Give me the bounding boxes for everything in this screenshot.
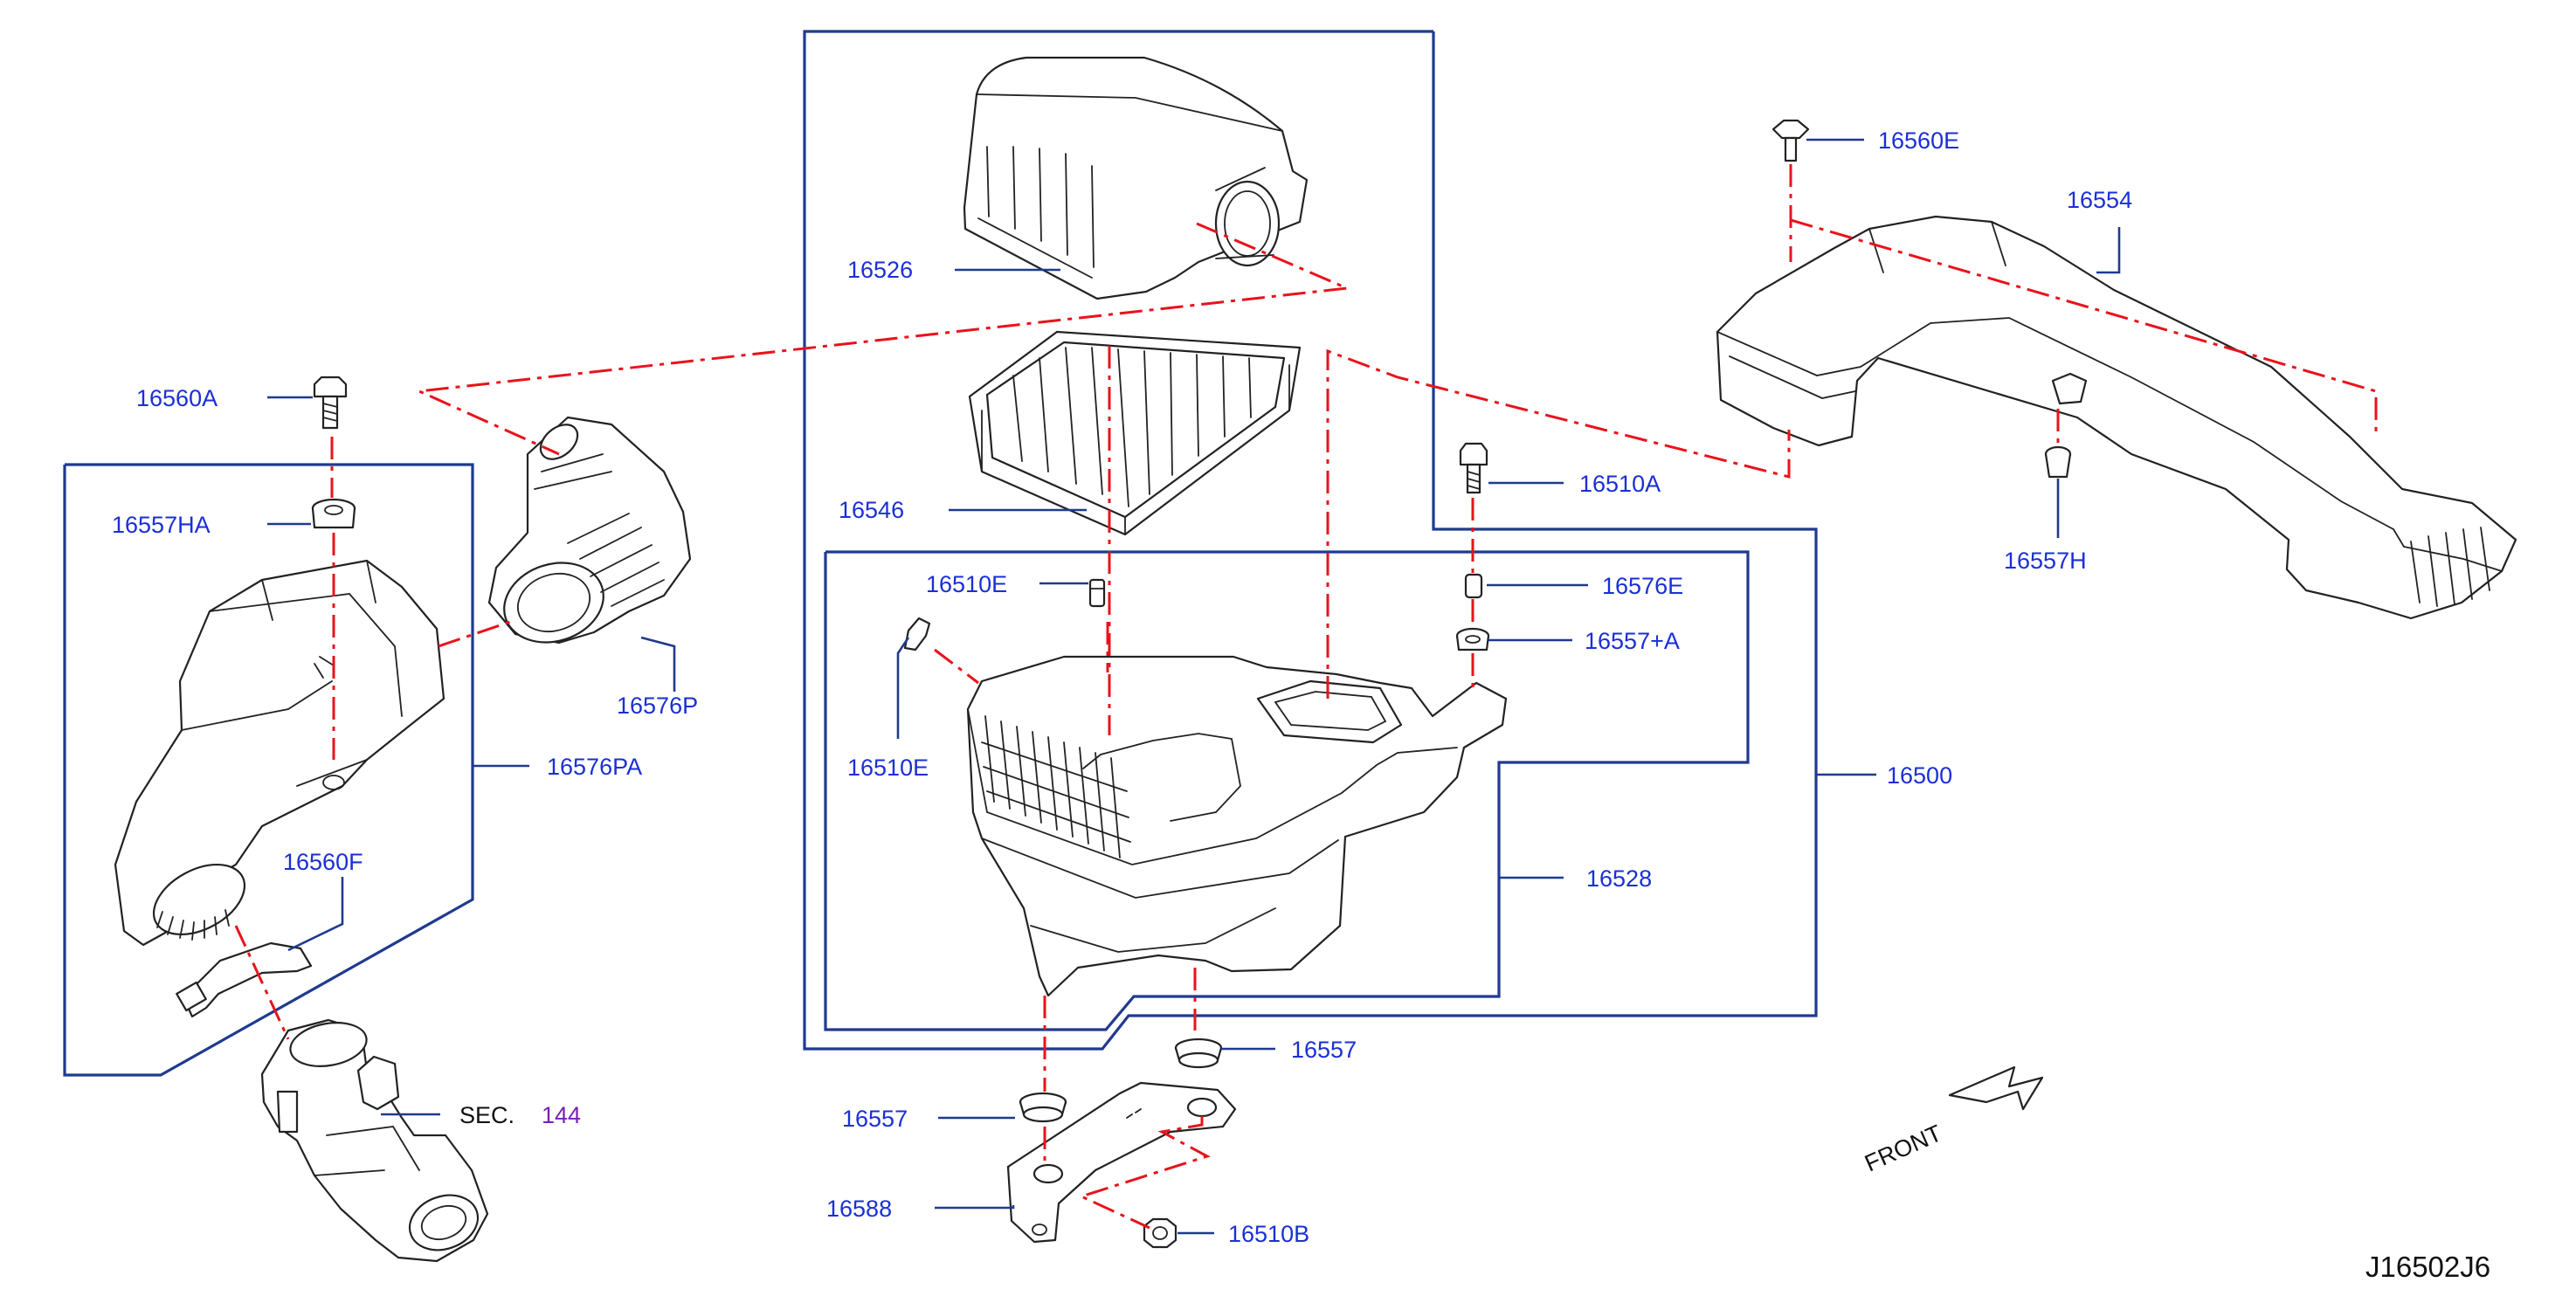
label-16510E-top: 16510E <box>926 571 1007 597</box>
group-box-16528 <box>824 550 1750 1031</box>
diagram-code: J16502J6 <box>2365 1251 2490 1283</box>
label-16576PA: 16576PA <box>547 754 642 780</box>
label-16528: 16528 <box>1586 865 1652 892</box>
front-label: FRONT <box>1861 1120 1945 1176</box>
label-16557-left: 16557 <box>842 1106 908 1132</box>
throttle-body <box>260 1018 489 1263</box>
inlet-duct <box>1716 215 2517 620</box>
label-16500: 16500 <box>1887 762 1952 789</box>
clip-16510E-left <box>903 617 931 651</box>
grommet-16557-left <box>1019 1092 1067 1123</box>
label-16526: 16526 <box>847 257 913 283</box>
label-16560E: 16560E <box>1878 128 1959 154</box>
label-16557H: 16557H <box>2004 548 2087 574</box>
bolt-16510A <box>1459 442 1488 494</box>
bracket <box>1006 1081 1237 1244</box>
label-16557-right: 16557 <box>1291 1037 1357 1063</box>
bolt-16560E <box>1771 119 1810 162</box>
label-16546: 16546 <box>839 497 904 523</box>
grommet-16557-right <box>1174 1037 1223 1069</box>
bolt-16560A <box>313 376 348 430</box>
nut-16510B <box>1143 1217 1178 1249</box>
label-16560A: 16560A <box>136 385 218 411</box>
air-cleaner-cover <box>963 56 1309 300</box>
front-arrow-icon <box>1948 1065 2044 1111</box>
grommet-16557H <box>2044 445 2072 479</box>
clamp-16560F <box>176 941 313 1018</box>
grommet-16557HA <box>311 498 356 529</box>
leader-lines <box>267 138 2121 1235</box>
label-16557HA: 16557HA <box>112 512 211 538</box>
label-16560F: 16560F <box>283 849 363 875</box>
grommet-16557A <box>1455 627 1490 651</box>
label-16588: 16588 <box>826 1196 892 1222</box>
clip-16510E-top <box>1088 578 1106 608</box>
label-16510B: 16510B <box>1228 1221 1309 1247</box>
air-filter <box>968 330 1302 536</box>
label-16510E-left: 16510E <box>847 755 929 781</box>
group-box-16576PA <box>63 463 474 1077</box>
label-16554: 16554 <box>2067 187 2132 213</box>
label-16576E: 16576E <box>1602 573 1683 599</box>
group-box-16500 <box>803 30 1818 1051</box>
sec-prefix: SEC. <box>459 1102 515 1128</box>
sec-number: 144 <box>542 1102 581 1128</box>
air-duct-hose <box>487 416 692 645</box>
label-16510A: 16510A <box>1579 471 1661 497</box>
resonator <box>114 559 445 947</box>
air-cleaner-body <box>966 655 1508 997</box>
phantom-lines <box>234 164 2378 1230</box>
label-16557A: 16557+A <box>1585 628 1680 654</box>
collar-16576E <box>1464 573 1483 599</box>
label-16576P: 16576P <box>617 693 698 719</box>
